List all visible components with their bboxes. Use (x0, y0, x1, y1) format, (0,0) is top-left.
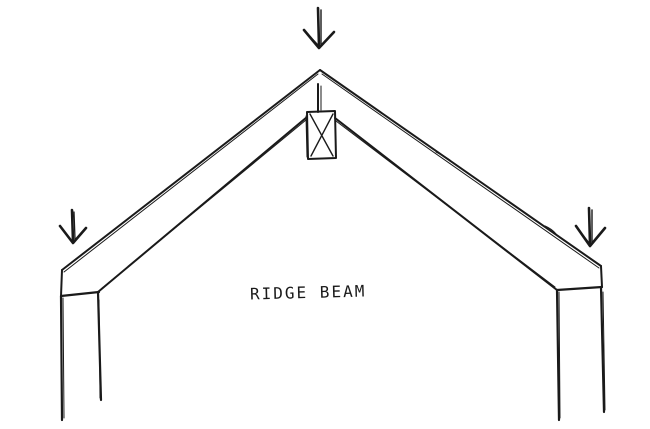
arrow-down-icon (302, 6, 336, 50)
right-wall-post (555, 285, 606, 422)
ridge-beam-label: RIDGE BEAM (249, 281, 367, 304)
arrow-down-icon (58, 208, 88, 245)
left-rafter (60, 69, 321, 297)
arrow-down-icon (574, 206, 607, 248)
ridge-beam-section (305, 83, 337, 160)
left-wall-post (59, 290, 103, 422)
right-rafter (319, 69, 603, 291)
